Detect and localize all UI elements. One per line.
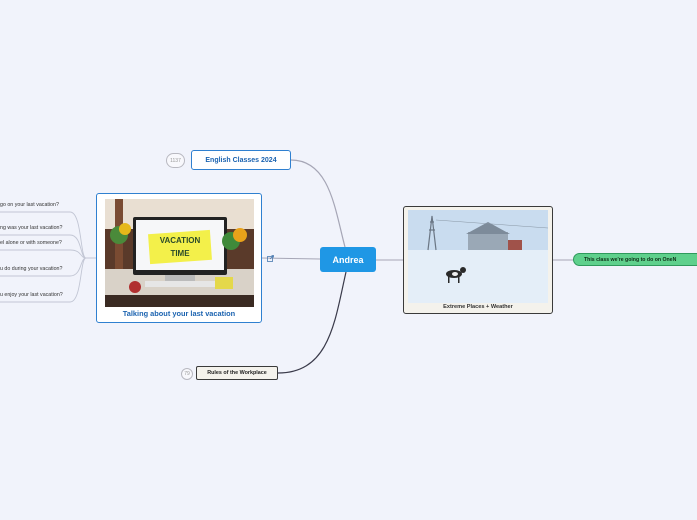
topic-english-classes[interactable]: English Classes 2024 — [191, 150, 291, 170]
svg-text:TIME: TIME — [170, 249, 190, 258]
question-alone[interactable]: el alone or with someone? — [0, 240, 62, 246]
svg-text:VACATION: VACATION — [160, 236, 201, 245]
vacation-sign: VACATION TIME — [148, 229, 212, 265]
topic-onenote-label: This class we're going to do on OneN — [584, 256, 677, 263]
rules-count-badge: 79 — [181, 368, 193, 380]
topic-weather-card[interactable]: Extreme Places + Weather — [403, 206, 553, 314]
topic-english-label: English Classes 2024 — [205, 156, 277, 164]
link-questions — [0, 211, 96, 303]
vacation-caption: Talking about your last vacation — [122, 309, 236, 318]
link-rules — [277, 271, 347, 374]
dog-figure — [446, 267, 466, 283]
snow-landscape-image — [408, 210, 548, 303]
link-vacation — [261, 257, 321, 260]
english-count-badge: 1137 — [166, 153, 185, 168]
topic-onenote[interactable]: This class we're going to do on OneN — [573, 253, 697, 266]
vacation-desk-image: VACATION TIME — [105, 199, 254, 307]
question-activities[interactable]: u do during your vacation? — [0, 266, 63, 272]
topic-vacation-card[interactable]: VACATION TIME Talking about your last va… — [96, 193, 262, 323]
question-where[interactable]: go on your last vacation? — [0, 202, 59, 208]
weather-caption: Extreme Places + Weather — [443, 304, 513, 310]
topic-rules-label: Rules of the Workplace — [207, 370, 267, 376]
topic-rules-workplace[interactable]: Rules of the Workplace — [196, 366, 278, 380]
question-how-long[interactable]: ng was your last vacation? — [0, 225, 63, 231]
central-topic[interactable]: Andrea — [320, 247, 376, 272]
link-english — [290, 159, 346, 248]
question-enjoy[interactable]: u enjoy your last vacation? — [0, 292, 63, 298]
central-label: Andrea — [332, 254, 364, 265]
external-link-icon[interactable] — [267, 255, 274, 262]
